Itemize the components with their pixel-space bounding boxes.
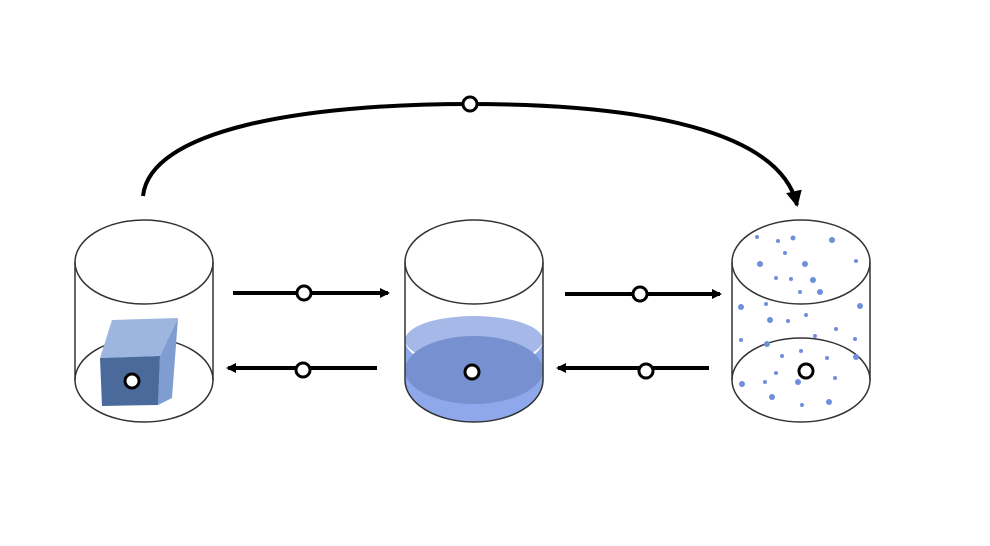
- gas-particle: [786, 319, 790, 323]
- marker-icon: [123, 372, 141, 390]
- gas-particle: [813, 334, 817, 338]
- gas-particles-icon: [738, 235, 863, 407]
- gas-particle: [857, 303, 863, 309]
- gas-particle: [764, 341, 770, 347]
- gas-particle: [769, 394, 775, 400]
- gas-particle: [829, 237, 835, 243]
- marker-icon: [463, 363, 481, 381]
- gas-particle: [834, 327, 838, 331]
- freezing-arrow: [226, 361, 377, 379]
- gas-particle: [799, 349, 803, 353]
- gas-particle: [774, 371, 778, 375]
- gas-particle: [790, 235, 796, 241]
- sublimation-arrow: [141, 95, 802, 207]
- gas-particle: [763, 380, 767, 384]
- gas-particle: [795, 379, 801, 385]
- gas-particle: [810, 277, 816, 283]
- evaporation-arrow: [565, 285, 722, 303]
- condensation-arrow: [556, 362, 709, 380]
- gas-particle: [802, 261, 808, 267]
- gas-particle: [738, 304, 744, 310]
- gas-particle: [826, 399, 832, 405]
- melting-arrow: [233, 284, 390, 302]
- gas-particle: [739, 381, 745, 387]
- gas-particle: [757, 261, 763, 267]
- gas-particle: [800, 403, 804, 407]
- gas-particle: [804, 313, 808, 317]
- marker-icon: [294, 361, 312, 379]
- marker-icon: [295, 284, 313, 302]
- gas-particle: [776, 239, 780, 243]
- marker-icon: [461, 95, 479, 113]
- liquid-container: [404, 219, 544, 423]
- gas-particle: [833, 376, 837, 380]
- gas-particle: [853, 354, 859, 360]
- gas-particle: [854, 259, 858, 263]
- gas-particle: [755, 235, 759, 239]
- gas-particle: [774, 276, 778, 280]
- gas-particle: [739, 338, 743, 342]
- gas-container: [731, 219, 871, 423]
- solid-container: [74, 219, 214, 423]
- gas-particle: [764, 302, 768, 306]
- marker-icon: [637, 362, 655, 380]
- ice-cube-icon: [100, 318, 178, 406]
- gas-particle: [817, 289, 823, 295]
- gas-particle: [789, 277, 793, 281]
- gas-particle: [780, 354, 784, 358]
- marker-icon: [631, 285, 649, 303]
- gas-particle: [767, 317, 773, 323]
- gas-particle: [798, 290, 802, 294]
- gas-particle: [853, 337, 857, 341]
- gas-particle: [825, 356, 829, 360]
- marker-icon: [797, 362, 815, 380]
- gas-particle: [783, 251, 787, 255]
